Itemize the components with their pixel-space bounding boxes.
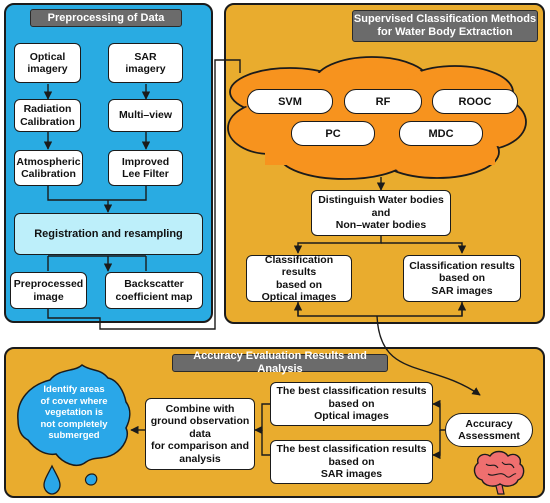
accuracy-title: Accuracy Evaluation Results and Analysis <box>172 350 388 375</box>
identify-areas-text: Identify areas of cover where vegetation… <box>40 384 108 441</box>
improved-lee-filter-box: Improved Lee Filter <box>108 150 183 186</box>
backscatter-map-box: Backscatter coefficient map <box>105 272 203 309</box>
brain-icon <box>473 450 525 495</box>
distinguish-water-box: Distinguish Water bodies and Non–water b… <box>311 190 451 236</box>
preprocessing-arrows <box>43 84 151 272</box>
best-optical-results-box: The best classification results based on… <box>270 382 433 426</box>
atmospheric-calibration-box: Atmospheric Calibration <box>14 150 83 186</box>
water-drop-icon <box>43 464 61 495</box>
method-mdc: MDC <box>399 121 483 146</box>
method-pc: PC <box>291 121 375 146</box>
method-rooc: ROOC <box>432 89 518 114</box>
multi-view-box: Multi–view <box>108 99 183 132</box>
classification-title: Supervised Classification Methods for Wa… <box>352 10 538 42</box>
australia-map-icon <box>17 364 131 466</box>
accuracy-assessment-box: Accuracy Assessment <box>445 413 533 447</box>
preprocessed-image-box: Preprocessed image <box>10 272 87 309</box>
sar-imagery-box: SAR imagery <box>108 43 183 83</box>
best-sar-results-box: The best classification results based on… <box>270 440 433 484</box>
method-svm: SVM <box>247 89 333 114</box>
sar-results-box: Classification results based on SAR imag… <box>403 255 521 302</box>
method-rf: RF <box>344 89 422 114</box>
combine-ground-observation-box: Combine with ground observation data for… <box>145 398 255 470</box>
optical-imagery-box: Optical imagery <box>14 43 81 83</box>
preprocessing-title: Preprocessing of Data <box>30 9 182 27</box>
radiation-calibration-box: Radiation Calibration <box>14 99 81 132</box>
optical-results-box: Classification results based on Optical … <box>246 254 352 303</box>
registration-resampling-box: Registration and resampling <box>14 213 203 255</box>
